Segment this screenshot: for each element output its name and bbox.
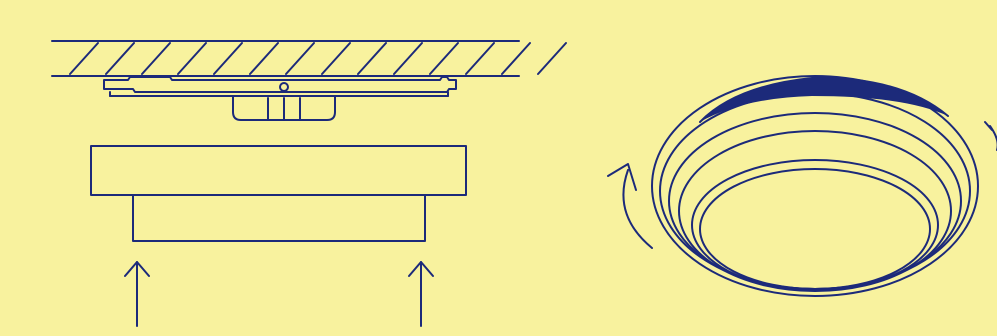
push-up-arrow-left xyxy=(124,261,150,327)
hatch-line xyxy=(429,42,459,75)
hatch-line xyxy=(321,42,351,75)
mounting-bracket xyxy=(103,76,457,97)
hatch-line xyxy=(249,42,279,75)
push-up-arrow-right xyxy=(408,261,434,327)
hatch-line xyxy=(141,42,171,75)
hatch-line xyxy=(357,42,387,75)
hatch-line xyxy=(537,42,567,75)
detector-top-cap xyxy=(700,77,948,122)
hatch-line xyxy=(105,42,135,75)
twist-lock-step-panel xyxy=(607,75,997,297)
mounting-step-panel xyxy=(51,40,567,327)
hatch-line xyxy=(465,42,495,75)
hatch-line xyxy=(285,42,315,75)
hatch-line xyxy=(69,42,99,75)
rotate-arrow-left xyxy=(607,163,653,249)
hatch-line xyxy=(213,42,243,75)
bracket-hub xyxy=(232,95,336,121)
screw-hole-icon xyxy=(279,82,289,92)
hatch-line xyxy=(501,42,531,75)
ceiling-hatching xyxy=(51,40,567,77)
hatch-line xyxy=(393,42,423,75)
hatch-line xyxy=(177,42,207,75)
detector-rings xyxy=(651,75,979,297)
detector-base xyxy=(132,194,426,242)
